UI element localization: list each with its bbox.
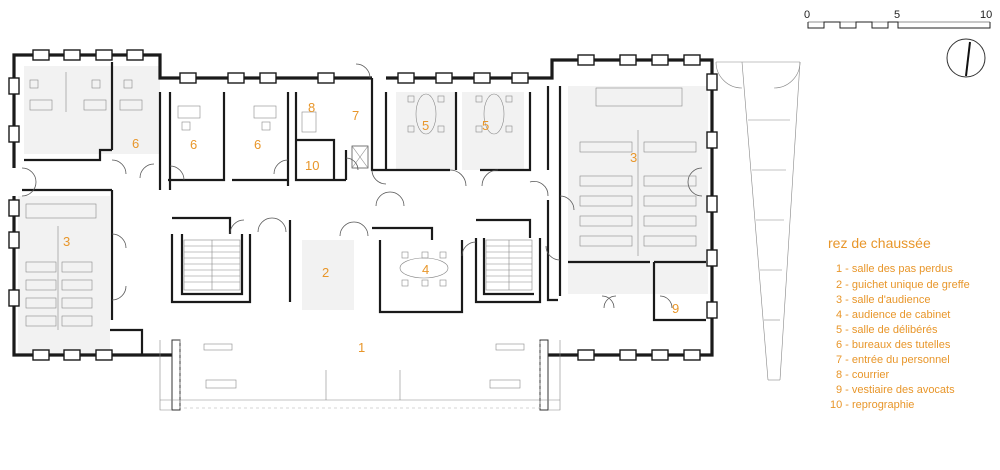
scale-tick-5: 5 <box>894 9 900 21</box>
room-label-8: 8 <box>308 100 315 115</box>
room-label-6-c: 6 <box>254 137 261 152</box>
room-label-7: 7 <box>352 108 359 123</box>
room-label-6-a: 6 <box>132 136 139 151</box>
north-arrow-icon <box>946 38 986 78</box>
hall-outline <box>159 340 561 411</box>
room-label-1: 1 <box>358 340 365 355</box>
room-labels: 1 2 3 3 4 5 5 6 6 6 7 8 9 10 <box>63 100 679 355</box>
room-label-5-right: 5 <box>482 118 489 133</box>
door-swings <box>21 63 703 309</box>
legend-item: 10 - reprographie <box>830 399 914 411</box>
legend-item: 7 - entrée du personnel <box>836 354 950 366</box>
legend-item: 1 - salle des pas perdus <box>836 263 953 275</box>
room-label-3-left: 3 <box>63 234 70 249</box>
legend-item: 4 - audience de cabinet <box>836 309 950 321</box>
legend-item: 6 - bureaux des tutelles <box>836 339 951 351</box>
room-label-6-b: 6 <box>190 137 197 152</box>
room-label-9: 9 <box>672 301 679 316</box>
room-label-10: 10 <box>305 158 319 173</box>
window-piers <box>8 49 718 361</box>
legend-item: 2 - guichet unique de greffe <box>836 279 970 291</box>
room-label-5-left: 5 <box>422 118 429 133</box>
legend-item: 8 - courrier <box>836 369 890 381</box>
legend: rez de chaussée 1 - salle des pas perdus… <box>828 235 970 411</box>
room-label-4: 4 <box>422 262 429 277</box>
legend-item: 3 - salle d'audience <box>836 294 930 306</box>
room-label-2: 2 <box>322 265 329 280</box>
scale-tick-10: 10 <box>980 9 992 21</box>
legend-item: 9 - vestiaire des avocats <box>836 384 955 396</box>
scale-tick-0: 0 <box>804 9 810 21</box>
scale-bar: 0 5 10 <box>804 9 992 29</box>
legend-item: 5 - salle de délibérés <box>836 324 938 336</box>
floor-fills <box>18 66 708 354</box>
stairs <box>183 145 533 291</box>
room-label-3-right: 3 <box>630 150 637 165</box>
canopy <box>715 61 801 381</box>
furniture <box>25 72 697 389</box>
legend-title: rez de chaussée <box>828 235 931 251</box>
